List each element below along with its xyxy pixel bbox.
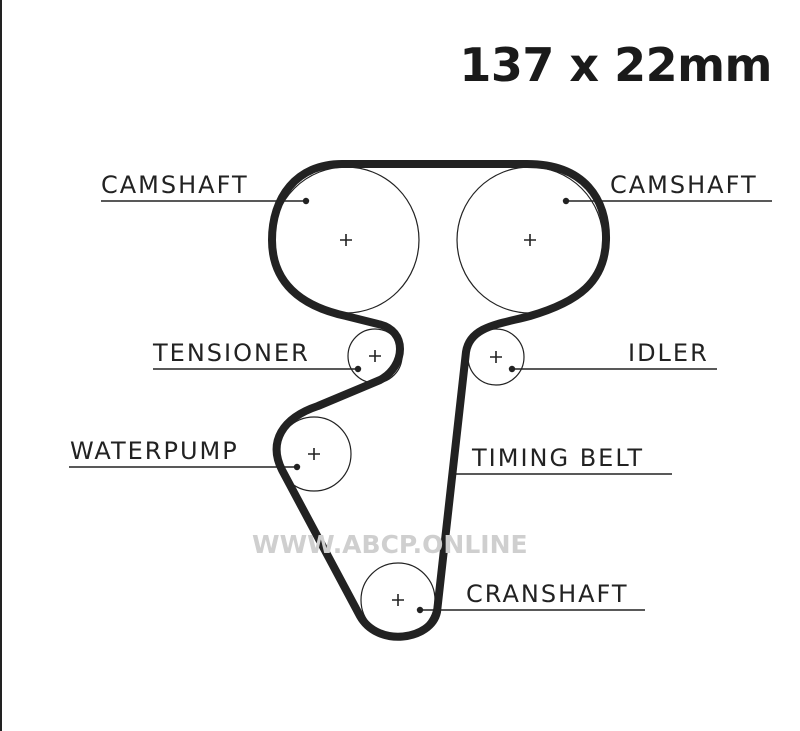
label-idler: IDLER — [628, 339, 709, 367]
tensioner-center-mark — [369, 350, 381, 362]
left-border-line — [0, 0, 2, 731]
watermark-text: WWW.ABCP.ONLINE — [252, 530, 528, 559]
crankshaft-center-mark — [392, 594, 404, 606]
timing-belt-path — [268, 160, 611, 641]
idler-center-mark — [490, 351, 502, 363]
leader-lines — [69, 200, 772, 611]
camshaft-right-center-mark — [524, 234, 536, 246]
idler-dot — [508, 365, 516, 373]
waterpump-dot — [293, 463, 301, 471]
label-waterpump: WATERPUMP — [70, 437, 239, 465]
label-camshaft-right: CAMSHAFT — [610, 171, 758, 199]
camshaft-left-dot — [302, 197, 310, 205]
camshaft-right-dot — [562, 197, 570, 205]
waterpump-center-mark — [308, 448, 320, 460]
label-timing-belt: TIMING BELT — [472, 444, 645, 472]
center-marks — [308, 234, 536, 606]
label-crankshaft: CRANSHAFT — [466, 580, 629, 608]
label-tensioner: TENSIONER — [153, 339, 310, 367]
leader-dots — [293, 197, 570, 614]
belt-size-title: 137 x 22mm — [459, 38, 772, 92]
label-camshaft-left: CAMSHAFT — [101, 171, 249, 199]
tensioner-dot — [354, 365, 362, 373]
camshaft-left-center-mark — [340, 234, 352, 246]
crankshaft-dot — [416, 606, 424, 614]
